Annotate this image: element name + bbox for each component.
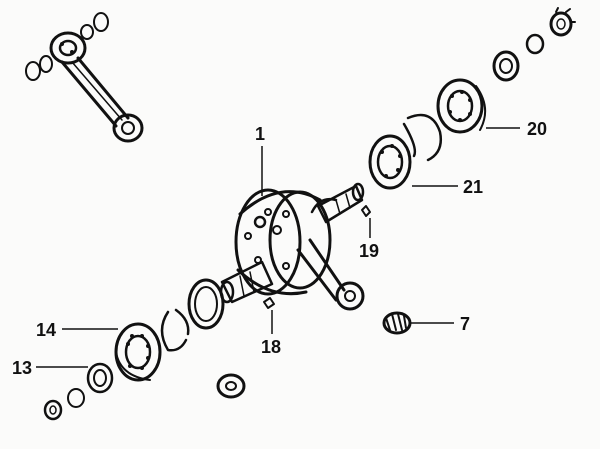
left-main-bearing-part-14	[114, 322, 162, 382]
left-bearing-spacer-part-13	[86, 362, 114, 394]
right-circlip	[402, 113, 442, 162]
lower-center-nut	[216, 373, 246, 399]
part-label-20: 20	[527, 119, 548, 139]
right-seal-bearing-part-21	[368, 134, 412, 190]
part-label-7: 7	[460, 314, 471, 334]
part-label-13: 13	[12, 358, 33, 378]
crankshaft-part-1	[219, 182, 365, 311]
part-label-1: 1	[255, 124, 266, 144]
right-end-washers	[525, 7, 576, 55]
right-spacer-collar	[492, 50, 520, 82]
needle-cage-part-7	[382, 311, 412, 335]
conrod-assembly-topleft	[25, 12, 144, 143]
left-seal-ring	[187, 278, 225, 330]
right-main-bearing-part-20	[436, 78, 487, 134]
leader-lines	[36, 127, 520, 368]
part-label-18: 18	[261, 337, 282, 357]
part-label-14: 14	[36, 320, 57, 340]
part-label-21: 21	[463, 177, 484, 197]
pin-part-18	[263, 297, 275, 309]
left-end-washers	[43, 388, 85, 421]
left-circlip	[160, 308, 190, 352]
part-label-19: 19	[359, 241, 380, 261]
pin-part-19	[361, 205, 371, 217]
